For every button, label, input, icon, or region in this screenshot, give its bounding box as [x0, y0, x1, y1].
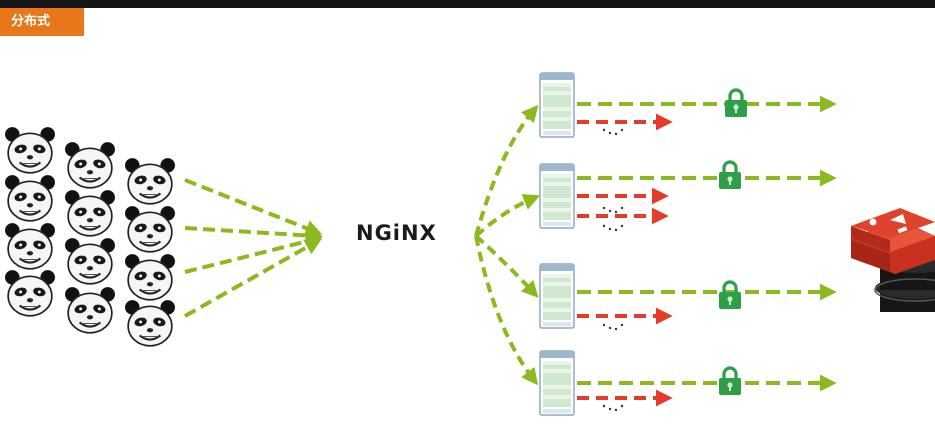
server-to-redis-arrows — [577, 95, 837, 392]
green-arrow — [474, 104, 539, 237]
green-arrow — [184, 233, 323, 274]
server-window-icon — [539, 263, 575, 329]
top-bar — [0, 0, 935, 8]
panda-face-icon — [124, 299, 176, 347]
green-arrow — [474, 194, 541, 238]
lock-icon — [718, 280, 742, 310]
redis-icon — [851, 208, 935, 312]
section-title: 分布式 — [0, 8, 84, 36]
nginx-logo: NGiNX — [356, 221, 437, 245]
client-to-nginx-arrows — [184, 178, 323, 318]
panda-face-icon — [4, 222, 56, 270]
panda-face-icon — [4, 126, 56, 174]
panda-face-icon — [124, 253, 176, 301]
waiting-dots — [602, 128, 624, 412]
blocked-arrows — [577, 113, 673, 407]
panda-face-icon — [124, 157, 176, 205]
panda-face-icon — [4, 269, 56, 317]
panda-face-icon — [124, 205, 176, 253]
servers-group — [539, 72, 575, 416]
green-arrow — [184, 238, 322, 318]
server-window-icon — [539, 72, 575, 138]
panda-face-icon — [64, 141, 116, 189]
locks-group — [718, 88, 748, 396]
lock-icon — [718, 160, 742, 190]
server-window-icon — [539, 350, 575, 416]
panda-face-icon — [64, 189, 116, 237]
server-window-icon — [539, 163, 575, 229]
panda-face-icon — [64, 286, 116, 334]
panda-face-icon — [4, 174, 56, 222]
lock-icon — [718, 366, 742, 396]
green-arrow — [184, 226, 323, 244]
green-arrow — [184, 178, 323, 237]
lock-icon — [724, 88, 748, 118]
nginx-to-server-arrows — [474, 104, 541, 386]
green-arrow — [474, 234, 539, 298]
panda-face-icon — [64, 237, 116, 285]
green-arrow — [474, 235, 539, 386]
clients-group — [4, 126, 176, 347]
